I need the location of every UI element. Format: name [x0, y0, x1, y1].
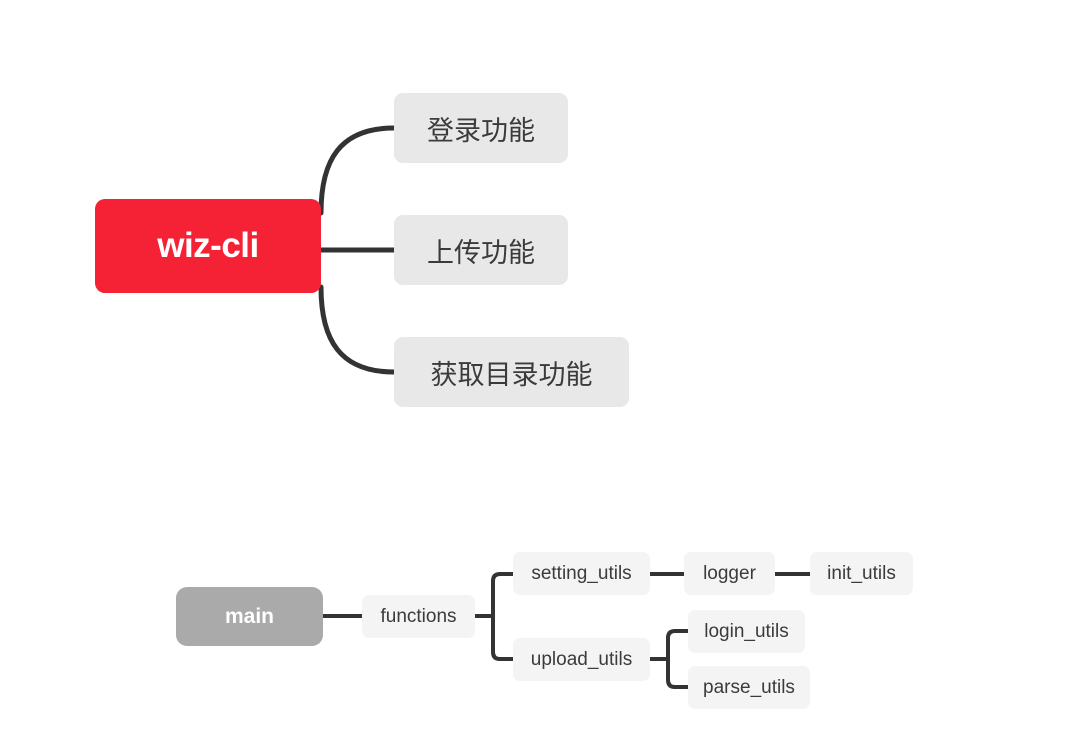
node-upload-feature[interactable]: 上传功能	[394, 215, 568, 285]
node-main[interactable]: main	[176, 587, 323, 646]
node-parse-utils[interactable]: parse_utils	[688, 666, 810, 709]
node-functions[interactable]: functions	[362, 595, 475, 638]
fork-upload	[666, 629, 690, 689]
node-getdir-feature[interactable]: 获取目录功能	[394, 337, 629, 407]
node-login-utils[interactable]: login_utils	[688, 610, 805, 653]
node-upload-utils[interactable]: upload_utils	[513, 638, 650, 681]
node-init-utils[interactable]: init_utils	[810, 552, 913, 595]
edge-root-to-getdir	[318, 284, 397, 375]
edge-root-to-login	[318, 125, 397, 216]
fork-functions	[491, 572, 515, 661]
node-setting-utils[interactable]: setting_utils	[513, 552, 650, 595]
node-wiz-cli[interactable]: wiz-cli	[95, 199, 321, 293]
node-logger[interactable]: logger	[684, 552, 775, 595]
node-login-feature[interactable]: 登录功能	[394, 93, 568, 163]
